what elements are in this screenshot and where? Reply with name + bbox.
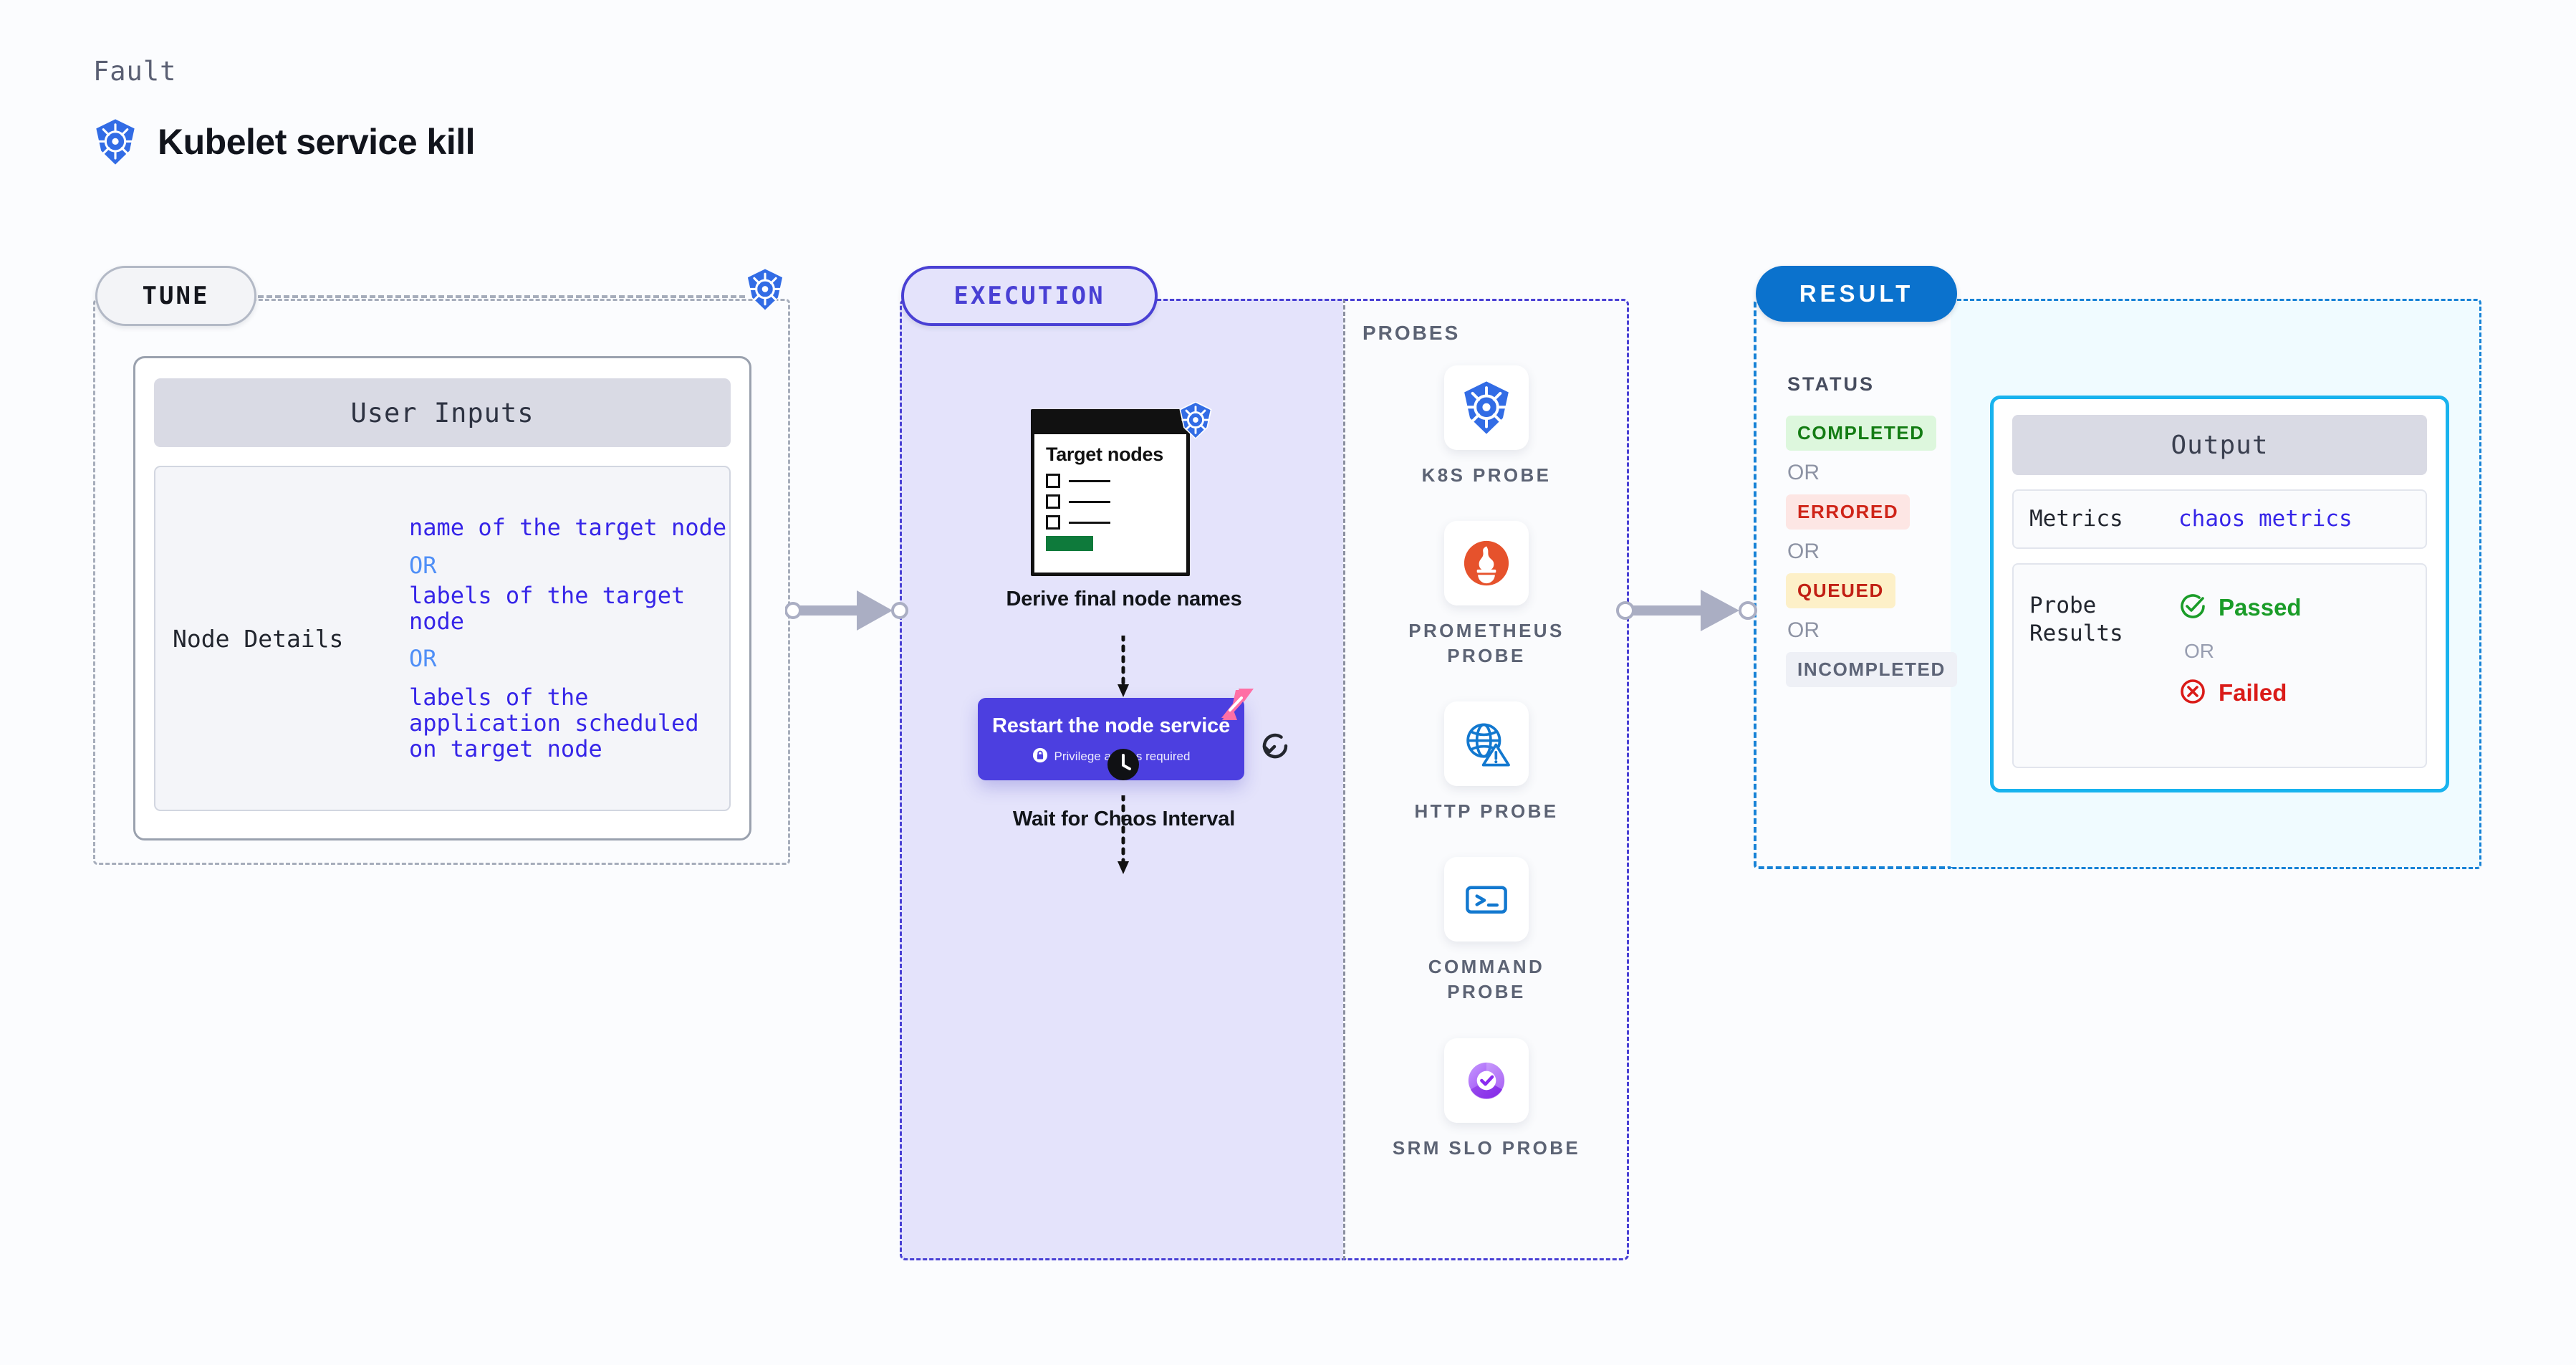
node-detail-value: labels of the target node	[409, 581, 686, 635]
page-kicker: Fault	[93, 56, 177, 87]
checkbox-icon	[1046, 494, 1060, 509]
probe-results-row: Probe Results Passed OR	[2012, 562, 2427, 768]
list-item	[1046, 494, 1186, 509]
probe-label: SRM SLO PROBE	[1392, 1136, 1581, 1159]
action-title: Restart the node service	[991, 714, 1231, 738]
passed-label: Passed	[2219, 594, 2302, 621]
metrics-value: chaos metrics	[2178, 506, 2352, 532]
probe-results-values: Passed OR Failed	[2178, 592, 2302, 709]
node-details-row: Node Details name of the target node OR …	[154, 466, 731, 811]
probe-label: COMMAND PROBE	[1428, 956, 1545, 1003]
failed-label: Failed	[2219, 679, 2287, 707]
or-label: OR	[409, 551, 437, 579]
probe-result-failed: Failed	[2178, 677, 2302, 709]
placeholder-line	[1069, 521, 1110, 524]
checkbox-icon	[1046, 474, 1060, 489]
node-detail-value: labels of the application scheduled on t…	[409, 684, 699, 763]
window-title: Target nodes	[1046, 444, 1163, 465]
step-label-wait-interval: Wait for Chaos Interval	[1012, 808, 1236, 830]
status-badge-incompleted: INCOMPLETED	[1786, 652, 1957, 687]
status-label: STATUS	[1787, 373, 1875, 395]
prometheus-icon	[1444, 521, 1529, 606]
kubernetes-icon	[1444, 365, 1529, 450]
kubernetes-icon	[93, 118, 138, 166]
tune-badge[interactable]: TUNE	[95, 266, 256, 326]
probe-item-command[interactable]: COMMAND PROBE	[1383, 857, 1590, 1005]
or-label: OR	[1787, 461, 1820, 484]
lock-icon	[1032, 747, 1048, 767]
page-header: Kubelet service kill	[93, 118, 476, 166]
flow-arrow-tune-to-execution	[784, 585, 914, 640]
metrics-row: Metrics chaos metrics	[2012, 489, 2427, 549]
list-item	[1046, 474, 1186, 489]
flow-arrow-execution-to-result	[1616, 585, 1770, 640]
output-header: Output	[2012, 415, 2427, 475]
target-nodes-window: Target nodes	[1031, 401, 1213, 579]
status-badge-completed: COMPLETED	[1786, 416, 1936, 451]
tune-panel	[93, 299, 790, 865]
or-label: OR	[1787, 618, 1820, 642]
tune-header-connector	[258, 295, 745, 298]
probes-list: K8S PROBE PROMETHEUS PROBE	[1383, 365, 1590, 1194]
probe-item-srm-slo[interactable]: SRM SLO PROBE	[1383, 1038, 1590, 1161]
result-badge[interactable]: RESULT	[1756, 266, 1957, 322]
probe-label: HTTP PROBE	[1414, 800, 1559, 823]
user-inputs-card: User Inputs Node Details name of the tar…	[133, 356, 751, 840]
window-titlebar	[1034, 413, 1186, 434]
probe-item-http[interactable]: HTTP PROBE	[1383, 701, 1590, 824]
placeholder-line	[1069, 500, 1110, 503]
kubernetes-icon	[745, 268, 785, 315]
window-frame: Target nodes	[1031, 409, 1190, 576]
placeholder-line	[1069, 479, 1110, 482]
check-circle-icon	[2178, 592, 2207, 624]
flow-connector-dotted	[1115, 633, 1132, 704]
x-circle-icon	[2178, 677, 2207, 709]
status-badge-queued: QUEUED	[1786, 573, 1895, 608]
checkbox-list	[1046, 474, 1186, 530]
status-list: COMPLETED OR ERRORED OR QUEUED OR INCOMP…	[1786, 416, 1957, 687]
checkbox-icon	[1046, 515, 1060, 530]
refresh-icon	[1259, 729, 1292, 766]
clock-icon	[1107, 748, 1140, 785]
node-details-values: name of the target node OR labels of the…	[409, 514, 729, 762]
probe-result-passed: Passed	[2178, 592, 2302, 624]
terminal-icon	[1444, 857, 1529, 942]
or-label: OR	[2184, 639, 2214, 662]
or-label: OR	[409, 645, 437, 672]
execution-badge[interactable]: EXECUTION	[901, 266, 1158, 326]
or-label: OR	[1787, 540, 1820, 563]
probe-label: PROMETHEUS PROBE	[1408, 620, 1565, 667]
kubernetes-icon	[1178, 401, 1213, 442]
node-details-key: Node Details	[173, 624, 344, 653]
restart-node-service-action[interactable]: Restart the node service Privilege acces…	[978, 689, 1254, 780]
status-badge-errored: ERRORED	[1786, 494, 1911, 530]
probe-item-k8s[interactable]: K8S PROBE	[1383, 365, 1590, 488]
harness-logo-icon	[1220, 686, 1256, 726]
node-detail-value: name of the target node	[409, 514, 727, 542]
user-inputs-header: User Inputs	[154, 378, 731, 447]
output-card: Output Metrics chaos metrics Probe Resul…	[1990, 396, 2449, 792]
flow-connector-dotted	[1115, 793, 1132, 881]
step-label-derive-nodes: Derive final node names	[1006, 588, 1242, 610]
list-item	[1046, 515, 1186, 530]
probe-label: K8S PROBE	[1421, 464, 1552, 486]
metrics-key: Metrics	[2029, 506, 2123, 532]
probe-item-prometheus[interactable]: PROMETHEUS PROBE	[1383, 521, 1590, 669]
globe-warning-icon	[1444, 701, 1529, 787]
probe-results-key: Probe Results	[2029, 592, 2123, 646]
slo-gauge-icon	[1444, 1038, 1529, 1123]
page-title: Kubelet service kill	[158, 122, 476, 162]
probes-label: PROBES	[1363, 322, 1461, 344]
execution-flow: Target nodes	[900, 299, 1344, 1260]
progress-bar	[1046, 536, 1093, 552]
